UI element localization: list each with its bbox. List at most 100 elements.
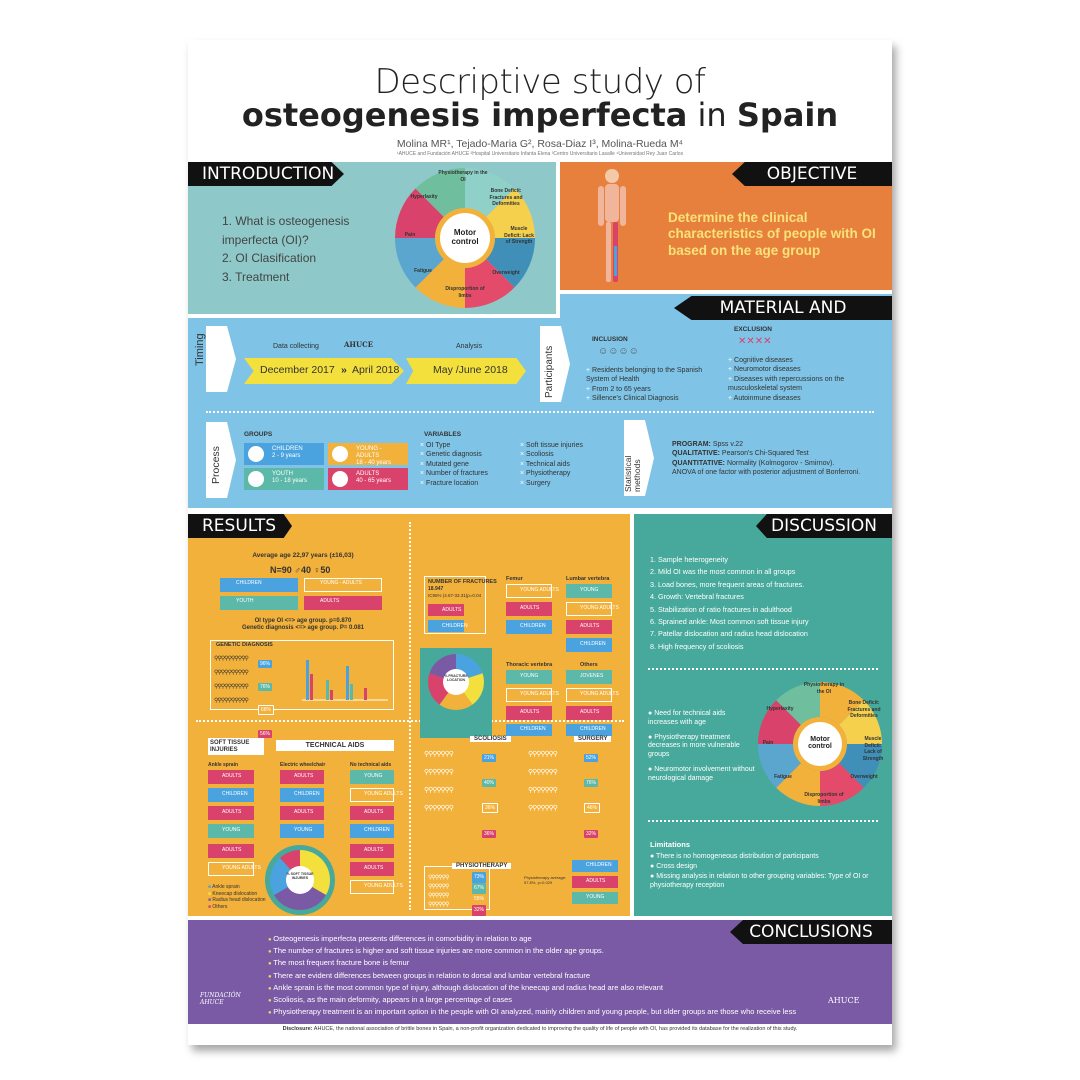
process-label: Process xyxy=(210,446,222,484)
stat-chip xyxy=(566,724,612,736)
chip-label: CHILDREN xyxy=(520,726,546,732)
tech-title: TECHNICAL AIDS xyxy=(276,740,394,751)
adults-label: ADULTS xyxy=(442,607,462,613)
stat-chip xyxy=(208,806,254,820)
chip-label: YOUNG xyxy=(294,827,313,833)
title-line-1: Descriptive study of xyxy=(374,62,706,102)
conclusions-panel: CONCLUSIONS Osteogenesis imperfecta pres… xyxy=(188,920,892,1024)
stat-chip xyxy=(280,824,324,838)
chip-label: CHILDREN xyxy=(294,791,320,797)
fractures-value: 18.947 xyxy=(428,586,444,592)
fundacion-ahuce-logo: FUNDACIÓN AHUCE xyxy=(200,992,241,1006)
introduction-item: 2. OI Clasification xyxy=(222,251,317,266)
inclusion-item: + From 2 to 65 years xyxy=(586,385,651,393)
data-collecting-label: Data collecting xyxy=(273,343,319,350)
discussion-panel: DISCUSSION 1. Sample heterogeneity 2. Mi… xyxy=(634,514,892,916)
stat-chip xyxy=(566,706,612,720)
stat-chip xyxy=(350,880,394,894)
chip-label: ADULTS xyxy=(364,809,384,815)
wheel-label: Physiotherapy in the OI xyxy=(438,170,488,183)
wheel-label: Hyperlaxity xyxy=(766,706,794,712)
exclusion-item: + Diseases with repercussions on the mus… xyxy=(728,375,845,393)
inclusion-item: + Residents belonging to the Spanish Sys… xyxy=(586,367,703,384)
chip-label: CHILDREN xyxy=(580,726,606,732)
wheel-label: Overweight xyxy=(492,270,520,276)
wheel-label: Disproportion of limbs xyxy=(445,286,485,299)
fractures-title: NUMBER OF FRACTURES xyxy=(428,579,497,585)
oi-type-stat: OI type OI <=> age group. p=0.870 xyxy=(254,618,352,624)
children-label: CHILDREN xyxy=(442,623,468,629)
group-label: YOUTH xyxy=(236,598,254,604)
inclusion-title: INCLUSION xyxy=(592,336,628,343)
stat-chip xyxy=(280,770,324,784)
pct-badge: 40% xyxy=(482,779,497,787)
timing-arrow-1 xyxy=(244,358,404,384)
stat-chip xyxy=(572,892,618,904)
chip-label: ADULTS xyxy=(294,773,314,779)
thoracic-title: Thoracic vertebra xyxy=(506,662,553,668)
results-heading: RESULTS xyxy=(188,514,292,538)
methods-divider xyxy=(206,411,874,413)
variables-title: VARIABLES xyxy=(424,431,462,438)
avatar xyxy=(248,471,264,487)
motor-control-wheel xyxy=(395,168,535,308)
stat-chip xyxy=(280,788,324,802)
inclusion-item: + Sillence's Clinical Diagnosis xyxy=(586,395,679,403)
period-1: December 2017 xyxy=(260,364,335,376)
disclosure: Disclosure: AHUCE, the national associat… xyxy=(282,1026,798,1032)
stat-chip xyxy=(350,806,394,820)
chip-label: YOUNG xyxy=(520,673,539,679)
title-line-2: osteogenesis imperfecta in Spain xyxy=(188,96,892,134)
physio-avg: Physiotherapy average: 57.8%, p=0.029 xyxy=(524,875,567,885)
chip-label: ADULTS xyxy=(364,847,384,853)
period-3: May /June 2018 xyxy=(433,364,508,376)
pct-badge: 56% xyxy=(258,730,273,738)
variables-col-2: × Soft tissue injuries × Scoliosis × Tec… xyxy=(520,442,583,487)
wheel-label: Muscle Deficit: Lack of Strength xyxy=(504,226,534,245)
affiliations: ¹AHUCE and Fundación AHUCE ²Hospital Uni… xyxy=(396,151,684,157)
exclusion-item: + Autoinmune diseases xyxy=(728,394,801,402)
stat-chip xyxy=(506,688,552,702)
scoliosis-pcts: 21% 40% 36% 36% xyxy=(482,746,499,840)
stat-chip xyxy=(566,670,612,684)
title-bold: osteogenesis imperfecta xyxy=(241,96,688,134)
stat-chip xyxy=(566,688,612,702)
stat-chip xyxy=(506,602,552,616)
soft-legend: ■ Ankle sprain ■ Kneecap dislocation ■ R… xyxy=(208,884,266,910)
discussion-notes: ● Need for technical aids increases with… xyxy=(648,710,755,782)
wheel-label: Fatigue xyxy=(414,268,432,274)
limitations-title: Limitations xyxy=(650,840,691,849)
wheel-label: Fatigue xyxy=(774,774,792,780)
chip-label: ADULTS xyxy=(222,847,242,853)
adults-badge xyxy=(428,604,464,616)
chip-label: YOUNG ADULTS xyxy=(520,587,559,593)
avatar xyxy=(332,446,348,462)
limitations-list: ● There is no homogeneous distribution o… xyxy=(650,853,869,890)
stat-label: Statistical methods xyxy=(623,455,642,492)
stat-chip xyxy=(350,844,394,858)
lumbar-title: Lumbar vertebra xyxy=(566,576,610,582)
objective-heading: OBJECTIVE xyxy=(732,162,892,186)
wheel-label: Overweight xyxy=(850,774,878,780)
chip-label: ADULTS xyxy=(222,809,242,815)
stat-chip xyxy=(506,724,552,736)
discussion-divider xyxy=(648,668,878,670)
discussion-divider xyxy=(648,820,878,822)
wheel-label: Physiotherapy in the OI xyxy=(803,682,845,695)
chip-label: YOUNG ADULTS xyxy=(580,605,619,611)
pct-badge: 21% xyxy=(482,754,497,762)
chip-label: CHILDREN xyxy=(222,791,248,797)
chip-label: YOUNG xyxy=(364,773,383,779)
stat-chip xyxy=(350,770,394,784)
pct-badge: 76% xyxy=(258,683,273,691)
chip-label: ADULTS xyxy=(520,709,540,715)
pct-badge: 96% xyxy=(258,660,273,668)
chip-label: ADULTS xyxy=(580,623,600,629)
avg-age: Average age 22,97 years (±16,03) xyxy=(252,552,354,559)
physio-title: PHYSIOTHERAPY xyxy=(452,863,512,869)
stat-chip xyxy=(506,706,552,720)
participants-label: Participants xyxy=(544,345,555,398)
